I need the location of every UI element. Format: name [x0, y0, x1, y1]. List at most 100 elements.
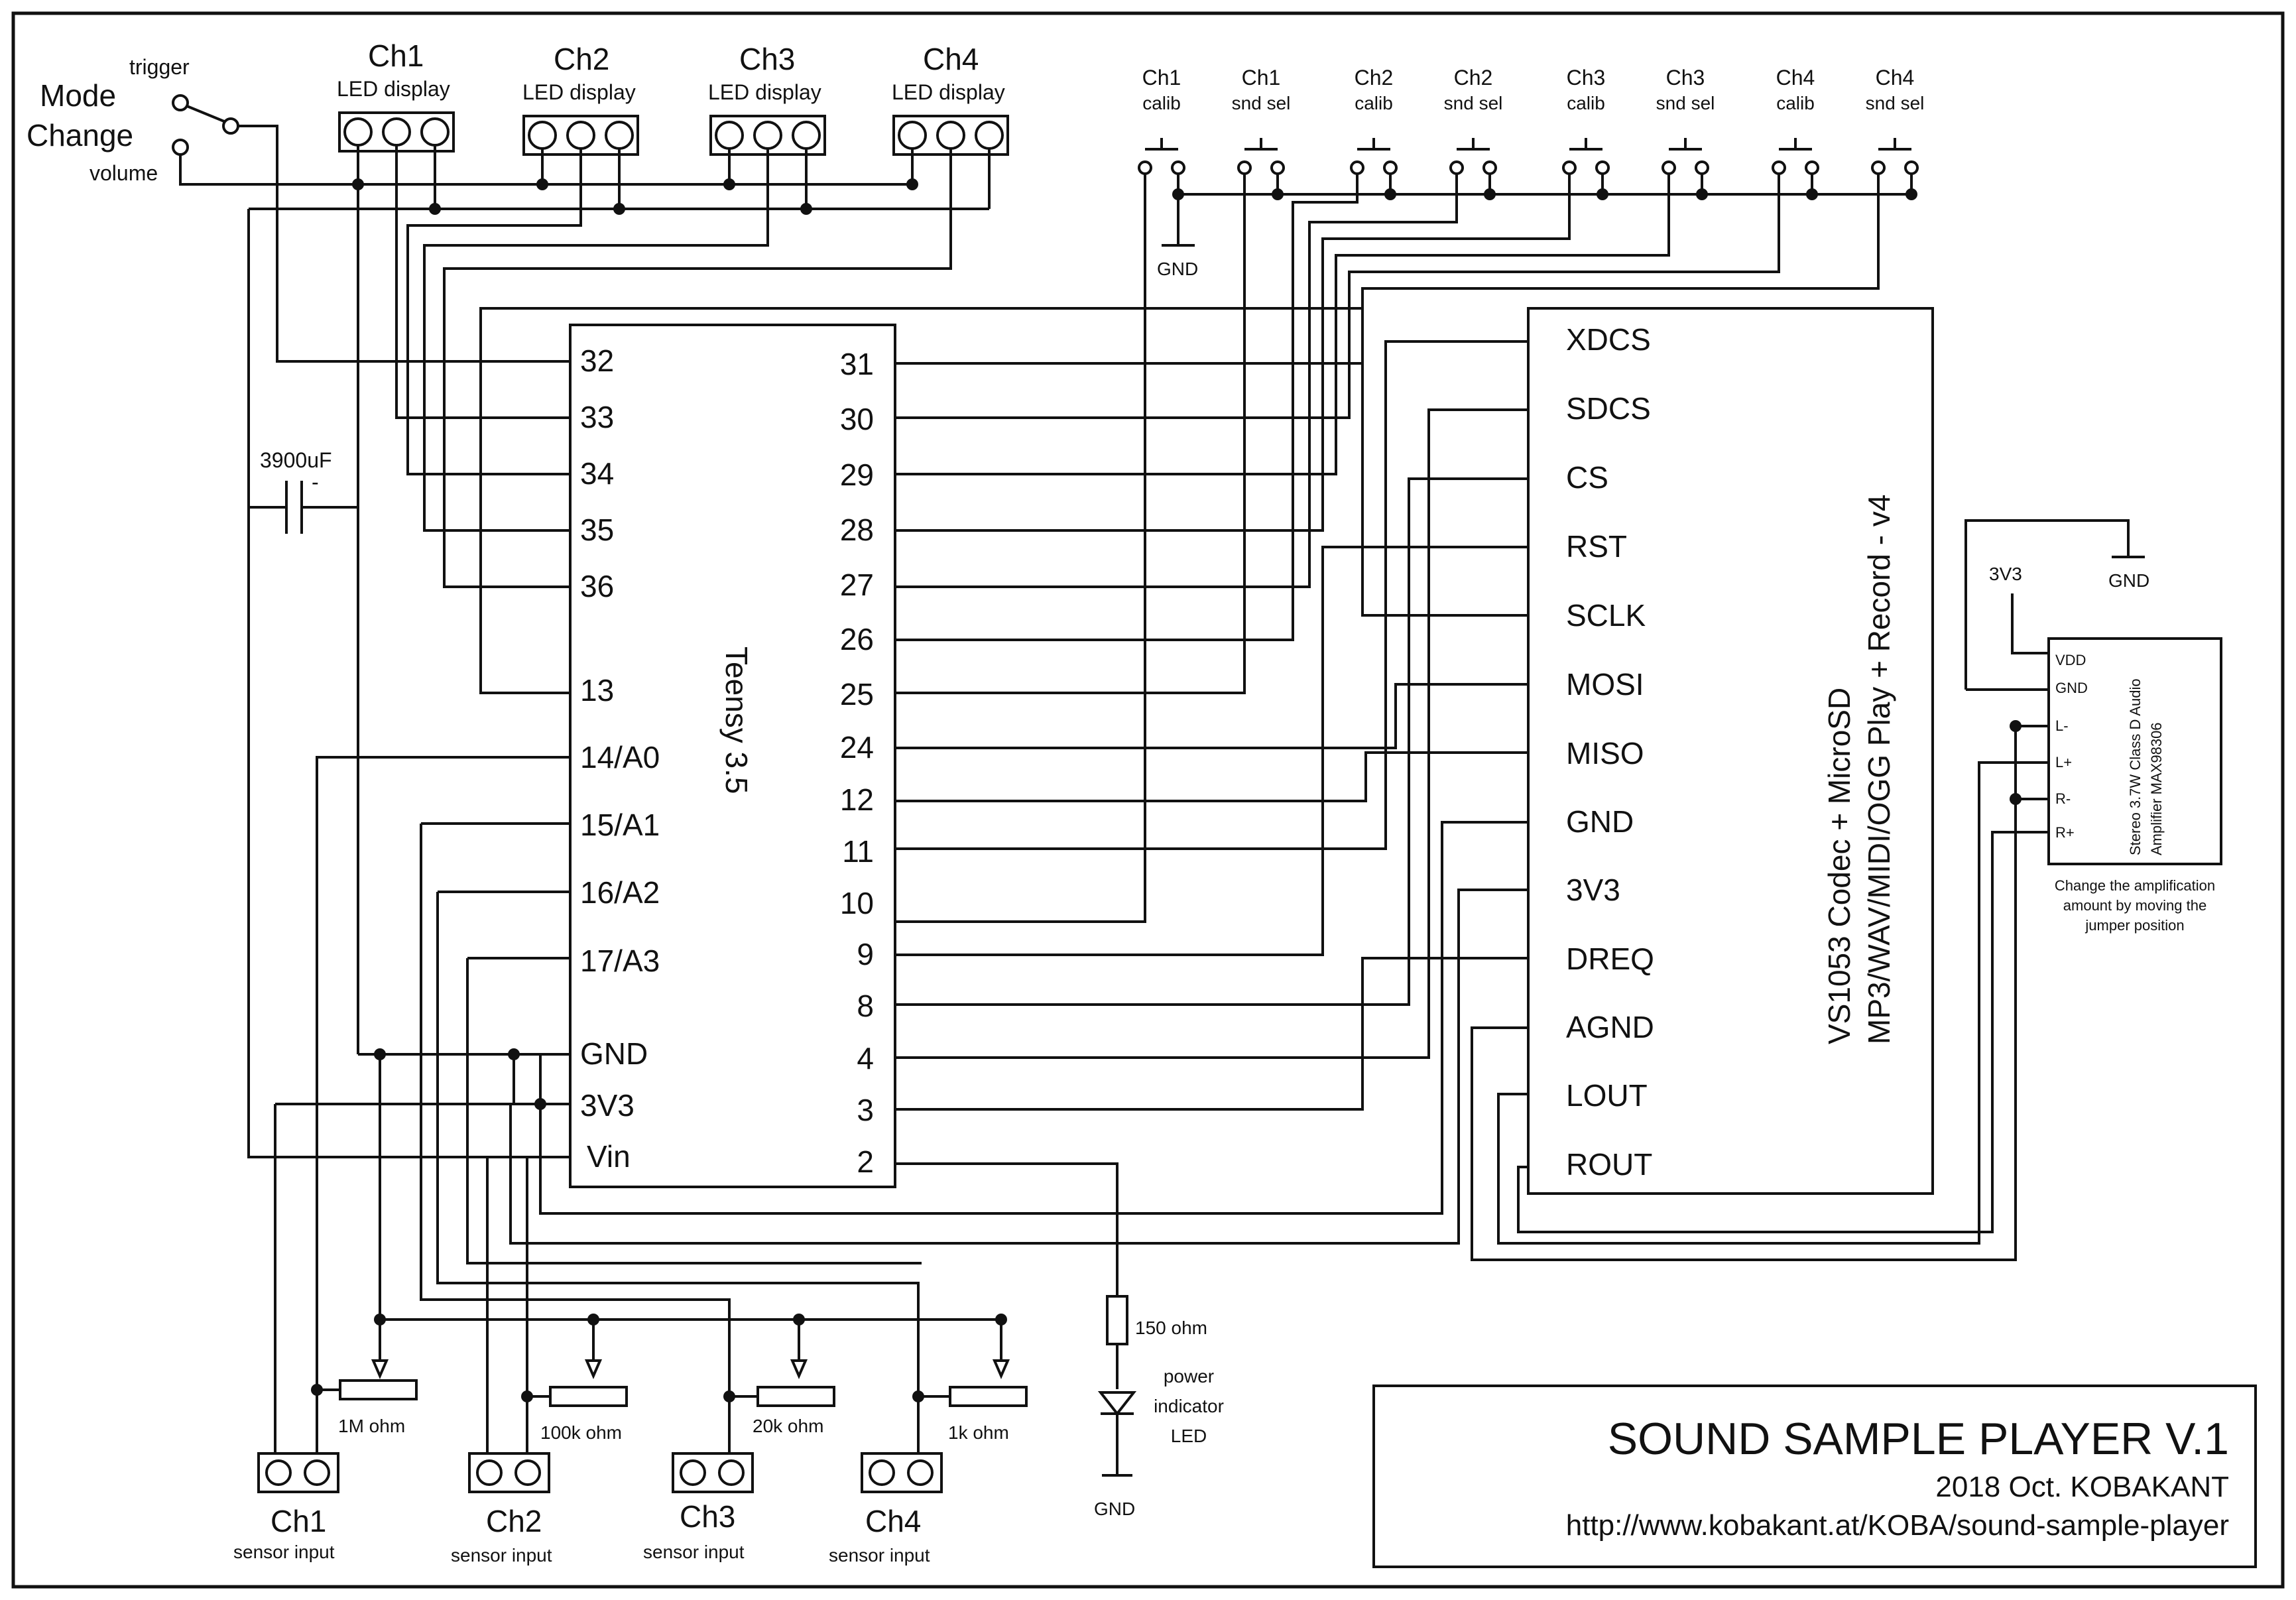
pin-gnd: GND — [580, 1036, 648, 1071]
button-ch2-calib-function: calib — [1355, 93, 1393, 113]
pin-3: 3 — [857, 1093, 874, 1127]
svg-text:amount by moving the: amount by moving the — [2063, 897, 2206, 914]
wire-ch1-calib-pin10 — [895, 174, 1146, 923]
pin-25: 25 — [840, 677, 874, 711]
vs1053-pins: XDCS SDCS CS RST SCLK MOSI MISO GND 3V3 … — [1566, 322, 1654, 1182]
wire-miso-pin12 — [895, 751, 1528, 802]
button-ch4-calib-channel: Ch4 — [1776, 66, 1815, 90]
wire-lout — [1497, 761, 2049, 1245]
pin-2: 2 — [857, 1144, 874, 1179]
pin-13: 13 — [580, 673, 614, 708]
teensy-left-pins: 32 33 34 35 36 13 14/A0 15/A1 16/A2 17/A… — [580, 343, 660, 1174]
pin-miso: MISO — [1566, 736, 1644, 770]
amp-name-line2: Amplifier MAX98306 — [2148, 722, 2165, 855]
sensor-connector-ch2: Ch2 sensor input — [451, 1452, 552, 1566]
pin-27: 27 — [840, 568, 874, 602]
wire-ch4-sndsel-pin31 — [895, 174, 1880, 365]
wire-agnd — [1471, 726, 2017, 1261]
pin-29: 29 — [840, 458, 874, 492]
vs1053-name-line1: VS1053 Codec + MicroSD — [1822, 688, 1856, 1044]
sensor-wiring — [274, 756, 1028, 1461]
pin-l-plus: L+ — [2055, 754, 2072, 770]
button-ch4-calib-function: calib — [1776, 93, 1815, 113]
pin-xdcs: XDCS — [1566, 322, 1651, 357]
wire-ch4-calib-pin30 — [895, 174, 1780, 419]
sensor-channel: Ch2 — [486, 1504, 542, 1538]
amp-3v3-label: 3V3 — [1989, 564, 2022, 584]
led-display-wiring — [247, 145, 991, 1158]
potentiometer-labels: 1M ohm 100k ohm 20k ohm 1k ohm — [338, 1416, 1009, 1443]
mode-label-1: Mode — [40, 78, 116, 113]
amplifier-outline — [2047, 637, 2222, 865]
button-ch1-calib-channel: Ch1 — [1142, 66, 1181, 90]
wire-vs-gnd — [539, 821, 1528, 1215]
mode-label-2: Change — [27, 118, 133, 153]
pin-vs-3v3: 3V3 — [1566, 873, 1620, 907]
sensor-channel: Ch4 — [865, 1504, 921, 1538]
outer-border — [11, 11, 2285, 1589]
pin-sdcs: SDCS — [1566, 391, 1651, 426]
sensor-label: sensor input — [829, 1545, 930, 1566]
wire-ch1-sndsel-pin25 — [895, 174, 1246, 694]
capacitor: 3900uF - — [249, 448, 358, 534]
pin-32: 32 — [580, 343, 614, 378]
pot-1m-label: 1M ohm — [338, 1416, 405, 1436]
wire-dreq-pin3 — [895, 957, 1528, 1111]
teensy-power-wiring — [275, 1048, 570, 1110]
project-url: http://www.kobakant.at/KOBA/sound-sample… — [1566, 1509, 2229, 1542]
pin-10: 10 — [840, 886, 874, 920]
pin-vdd: VDD — [2055, 652, 2086, 668]
pin-36: 36 — [580, 569, 614, 603]
button-ch1-sndsel-function: snd sel — [1232, 93, 1291, 113]
sensor-connector-ch3: Ch3 sensor input — [643, 1452, 754, 1562]
pin-17-a3: 17/A3 — [580, 944, 660, 978]
pin-9: 9 — [857, 937, 874, 971]
button-ch2-sndsel-channel: Ch2 — [1454, 66, 1493, 90]
wire-ch3-calib-pin28 — [895, 174, 1571, 532]
pin-33: 33 — [580, 400, 614, 434]
sensor-label: sensor input — [451, 1545, 552, 1566]
svg-text:indicator: indicator — [1154, 1396, 1224, 1416]
amplifier-board: 3V3 GND VDD GND L- L+ R- R+ Stereo 3.7W … — [1964, 519, 2222, 934]
switch-terminal-trigger — [172, 94, 189, 111]
pot-1k-label: 1k ohm — [948, 1422, 1009, 1443]
pin-amp-gnd: GND — [2055, 680, 2088, 696]
pin-agnd: AGND — [1566, 1010, 1654, 1044]
pin-mosi: MOSI — [1566, 667, 1644, 702]
amp-pins: VDD GND L- L+ R- R+ — [2055, 652, 2088, 841]
pin-vs-gnd: GND — [1566, 804, 1634, 839]
led-display-channel: Ch1 — [368, 38, 424, 73]
button-ch1-sndsel-channel: Ch1 — [1242, 66, 1281, 90]
date-author: 2018 Oct. KOBAKANT — [1935, 1471, 2229, 1503]
led-display-ch2: Ch2 LED display — [522, 42, 639, 156]
wire-gnd-bus — [179, 154, 915, 186]
wire-ch2-calib-pin26 — [895, 174, 1359, 641]
led-display-label: LED display — [892, 80, 1005, 104]
led-resistor-label: 150 ohm — [1135, 1318, 1207, 1338]
pin-r-minus: R- — [2055, 790, 2071, 807]
svg-text:jumper position: jumper position — [2085, 917, 2184, 934]
pin-r-plus: R+ — [2055, 824, 2075, 841]
pin-12: 12 — [840, 782, 874, 817]
pin-34: 34 — [580, 456, 614, 491]
pin-14-a0: 14/A0 — [580, 740, 660, 774]
wire-rout — [1517, 831, 2049, 1233]
led-display-channel: Ch4 — [923, 42, 979, 76]
sensor-connector-ch1: Ch1 sensor input — [233, 1452, 339, 1562]
trigger-label: trigger — [129, 55, 190, 79]
wire-rst-pin9 — [895, 546, 1528, 956]
led-label: power indicator LED — [1154, 1366, 1224, 1446]
wire-cs-pin8 — [895, 477, 1528, 1006]
pin-vin: Vin — [587, 1139, 631, 1174]
svg-text:Change the amplification: Change the amplification — [2055, 877, 2215, 894]
audio-wiring — [1471, 720, 2049, 1261]
capacitor-value: 3900uF — [260, 448, 332, 472]
led-gnd-label: GND — [1094, 1499, 1135, 1519]
led-display-label: LED display — [337, 77, 450, 101]
power-led-circuit: 150 ohm power indicator LED GND — [895, 1162, 1224, 1519]
volume-label: volume — [90, 161, 158, 185]
mode-switch: Mode Change trigger volume — [27, 55, 915, 363]
pin-4: 4 — [857, 1041, 874, 1076]
led-display-label: LED display — [708, 80, 821, 104]
title-block: SOUND SAMPLE PLAYER V.1 2018 Oct. KOBAKA… — [1372, 1385, 2257, 1568]
